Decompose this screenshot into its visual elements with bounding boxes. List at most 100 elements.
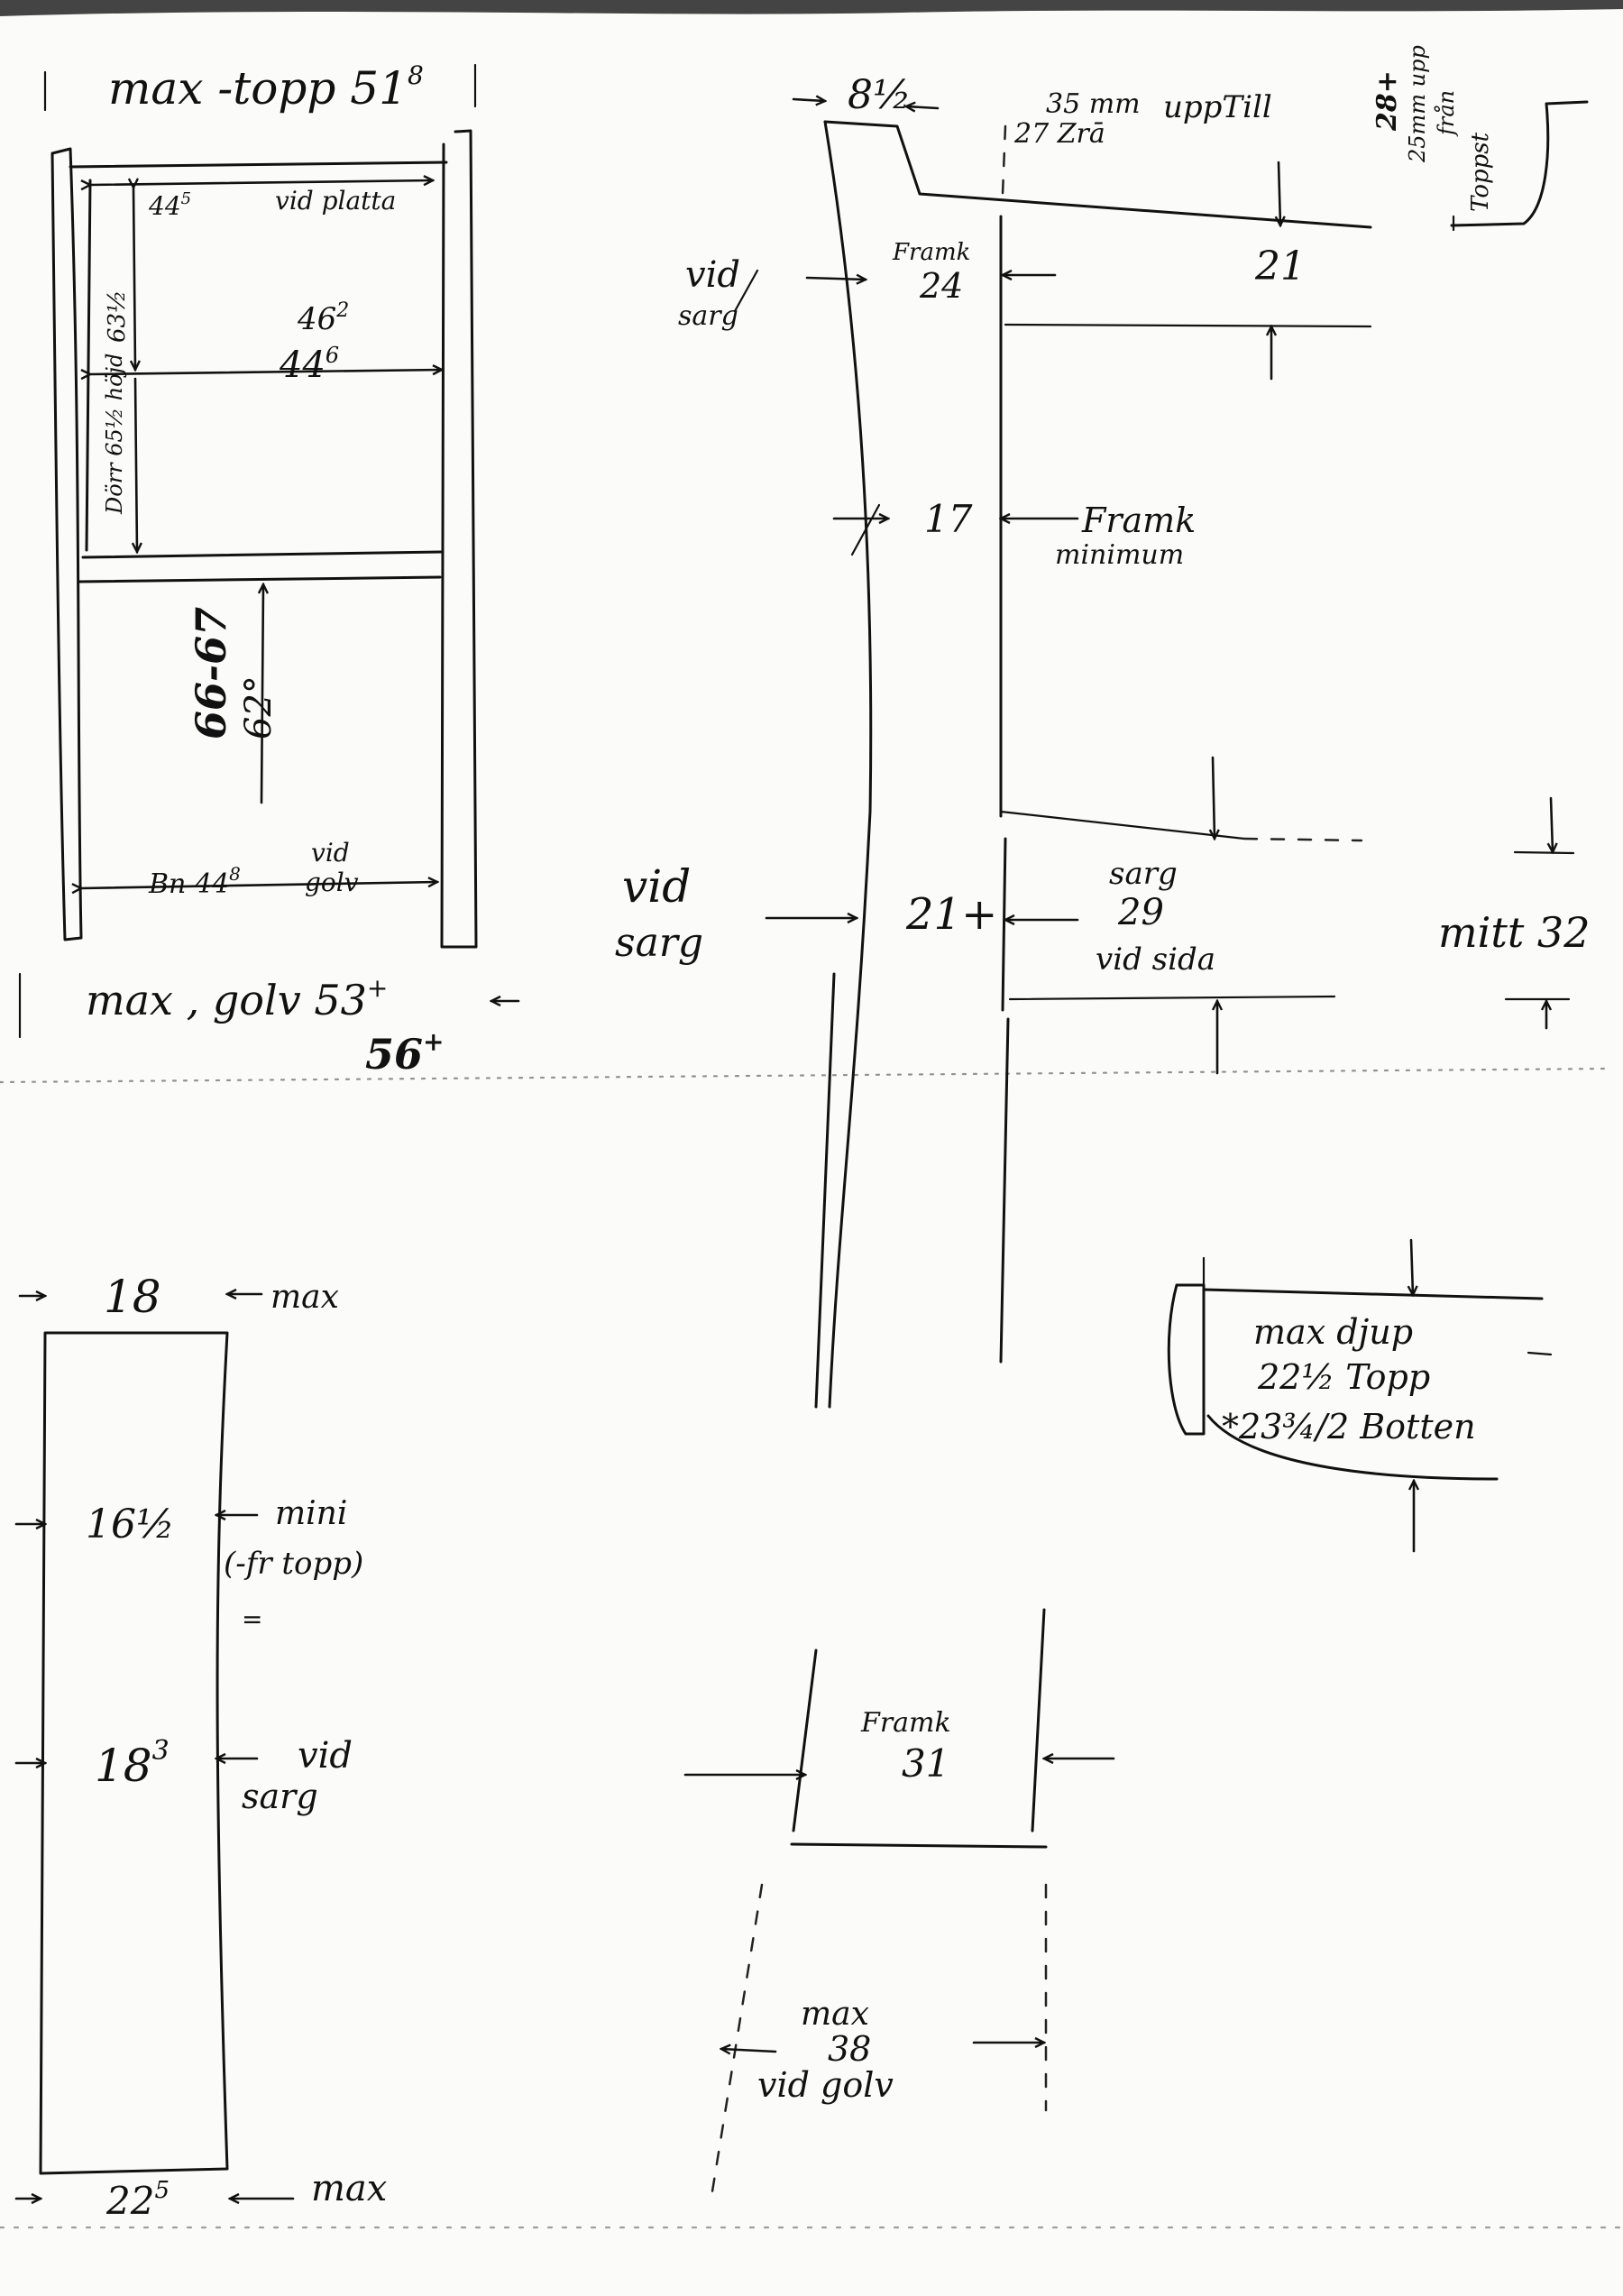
label-mitt-32: mitt 32 bbox=[1438, 908, 1590, 957]
dim-height-66 bbox=[261, 584, 263, 804]
frame-left-post bbox=[50, 147, 83, 941]
dim-floor-width bbox=[81, 882, 437, 888]
label-panel-mini-1: mini bbox=[275, 1495, 347, 1532]
label-mm-35: 35 mm bbox=[1046, 88, 1141, 120]
side-leg-drawing bbox=[733, 99, 1575, 1409]
leg-center-dash bbox=[1001, 124, 1007, 196]
dim-inner-446 bbox=[90, 370, 442, 374]
label-lower-max-value: 38 bbox=[828, 2029, 871, 2069]
dim-depth-63 bbox=[133, 188, 135, 370]
label-height-66-67: 66-67 bbox=[187, 607, 235, 739]
label-max-floor: max , golv 53+ bbox=[86, 973, 388, 1024]
label-lower-framk: Framk bbox=[860, 1707, 951, 1739]
label-panel-mini-2: (-fr topp) bbox=[224, 1546, 363, 1582]
top-piece-tick bbox=[1527, 1351, 1553, 1356]
label-framk-min-1: Framk bbox=[1081, 501, 1196, 540]
label-sarg-29-2: 29 bbox=[1117, 892, 1164, 933]
leg-rail-3 bbox=[1008, 995, 1336, 1001]
label-top-piece-2: 22½ Topp bbox=[1257, 1357, 1430, 1397]
leg-inner-edge-mid bbox=[1001, 837, 1007, 1012]
label-value-21-plus: 21+ bbox=[905, 889, 997, 940]
top-piece-drawing bbox=[1167, 1238, 1553, 1553]
label-framk-24-value: 24 bbox=[919, 266, 963, 306]
dim-lower-max-left bbox=[721, 2049, 777, 2052]
leg-tick-17 bbox=[850, 503, 881, 556]
label-top-width: 8½ bbox=[848, 72, 912, 118]
leg-rail-2-dash bbox=[1242, 837, 1363, 842]
label-panel-mini-value: 16½ bbox=[86, 1502, 175, 1548]
label-corner-25mm: 25mm upp bbox=[1405, 45, 1430, 163]
leg-left-lower bbox=[814, 972, 836, 1409]
label-corner-28: 28+ bbox=[1371, 70, 1403, 132]
corner-profile bbox=[1450, 100, 1589, 227]
label-corner-toppst: Toppst bbox=[1467, 132, 1494, 212]
label-max-floor-2: 56+ bbox=[365, 1027, 444, 1079]
label-mm-upptill: uppTill bbox=[1163, 89, 1272, 125]
leg-outer-edge bbox=[823, 120, 873, 1409]
label-floor-golv: golv bbox=[305, 868, 359, 897]
label-sarg-29-1: sarg bbox=[1109, 856, 1178, 892]
lower-leg-drawing bbox=[683, 1608, 1115, 2193]
lower-leg-left-edge bbox=[792, 1649, 818, 1832]
label-lower-framk-value: 31 bbox=[902, 1741, 949, 1786]
dim-top-width-right bbox=[906, 106, 940, 108]
dim-framk-24-left bbox=[805, 278, 866, 280]
label-panel-top: 18 bbox=[104, 1271, 161, 1323]
dim-21-down bbox=[1279, 161, 1280, 225]
label-sarg-29-3: vid sida bbox=[1096, 941, 1215, 978]
corner-detail bbox=[1450, 100, 1589, 232]
label-value-17: 17 bbox=[924, 497, 973, 541]
label-top-piece-3: *23¾/2 Botten bbox=[1222, 1407, 1476, 1446]
label-mm-27: 27 Zrā bbox=[1013, 118, 1105, 150]
label-floor-vid: vid bbox=[311, 838, 350, 868]
label-door-height: Dörr 65½ höjd bbox=[102, 354, 127, 515]
dim-width-plate bbox=[90, 180, 433, 185]
frame-top-rail bbox=[69, 161, 448, 169]
top-piece-edge-profile bbox=[1167, 1283, 1206, 1436]
fold-line bbox=[0, 1067, 1607, 1084]
dim-depth-down bbox=[1411, 1238, 1413, 1295]
label-floor-width: Bn 448 bbox=[148, 863, 241, 900]
dim-top-width-left bbox=[792, 99, 825, 101]
label-panel-equals: = bbox=[242, 1604, 262, 1634]
label-plate: vid platta bbox=[275, 186, 396, 216]
label-panel-sarg-1: vid bbox=[298, 1735, 353, 1777]
label-top-piece-1: max djup bbox=[1253, 1312, 1413, 1352]
label-width-plate: 445 bbox=[148, 189, 191, 221]
label-max-top: max -topp 518 bbox=[108, 60, 424, 115]
vid-sarg-tick bbox=[733, 269, 759, 313]
frame-inner-left bbox=[85, 179, 92, 552]
label-lower-golv: vid golv bbox=[757, 2065, 894, 2105]
label-panel-top-max: max bbox=[270, 1279, 339, 1316]
label-vid-sarg-top-2: sarg bbox=[678, 300, 738, 332]
leg-top-cap bbox=[823, 120, 1372, 229]
lower-leg-base bbox=[790, 1842, 1048, 1849]
leg-rail-2 bbox=[999, 810, 1246, 840]
paper-top-edge bbox=[0, 0, 1623, 16]
label-lower-max: max bbox=[801, 1996, 869, 2033]
panel-drawing bbox=[14, 1294, 295, 2199]
top-piece-outline bbox=[1202, 1288, 1544, 1481]
dim-mitt-down bbox=[1551, 796, 1553, 852]
leg-rail-1 bbox=[1004, 323, 1372, 328]
label-inner-462: 462 bbox=[297, 299, 349, 337]
label-panel-bottom-max: max bbox=[311, 2168, 387, 2209]
lower-leg-left-dash bbox=[711, 1883, 764, 2193]
label-panel-sarg-value: 183 bbox=[95, 1735, 170, 1792]
label-panel-bottom: 225 bbox=[105, 2177, 170, 2223]
label-depth-63: 63½ bbox=[104, 290, 131, 343]
label-framk-24-label: Framk bbox=[892, 239, 970, 266]
label-vid-sarg-top-1: vid bbox=[685, 254, 740, 296]
label-height-62: 62° bbox=[238, 675, 280, 739]
label-panel-sarg-2: sarg bbox=[242, 1777, 318, 1816]
frame-mid-rail-bottom bbox=[78, 575, 442, 583]
label-corner-fran: från bbox=[1433, 90, 1459, 137]
panel-outline bbox=[39, 1331, 229, 2175]
label-dim-21: 21 bbox=[1254, 243, 1306, 289]
lower-leg-right-edge bbox=[1031, 1608, 1046, 1832]
frame-mid-rail-top bbox=[81, 550, 444, 559]
frame-right-post bbox=[439, 129, 478, 949]
label-vid-sarg-mid-2: sarg bbox=[615, 920, 703, 966]
